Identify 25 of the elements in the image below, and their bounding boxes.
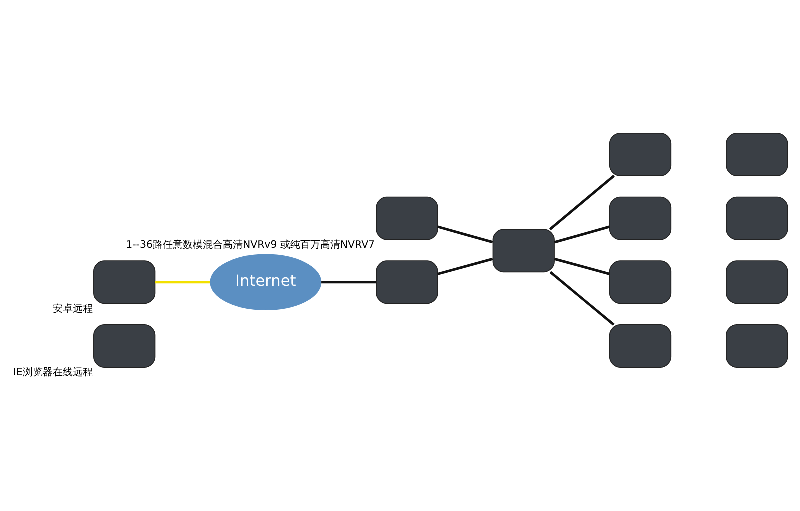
node-box (726, 260, 788, 304)
node-box (609, 132, 672, 176)
connector (554, 257, 610, 275)
connector (549, 174, 616, 230)
node-label: 安卓远程 (53, 303, 94, 314)
connector (554, 225, 610, 244)
connector (438, 257, 494, 275)
node-box (94, 324, 156, 368)
node-box (376, 260, 438, 304)
connector (322, 280, 376, 284)
node-box (94, 260, 156, 304)
node-box (609, 324, 672, 368)
connector (550, 270, 615, 326)
connector (155, 280, 210, 284)
node-box (726, 196, 788, 240)
node-box (726, 324, 788, 368)
node-box (376, 196, 438, 240)
connector (438, 225, 494, 244)
node-label: IE浏览器在线远程 (13, 367, 93, 378)
node-ellipse: Internet (210, 254, 322, 310)
node-box (492, 228, 555, 272)
node-label: 1--36路任意数模混合高清NVRv9 或纯百万高清NVRV7 (126, 239, 376, 250)
node-box (726, 132, 788, 176)
node-box (609, 260, 672, 304)
node-box (609, 196, 672, 240)
